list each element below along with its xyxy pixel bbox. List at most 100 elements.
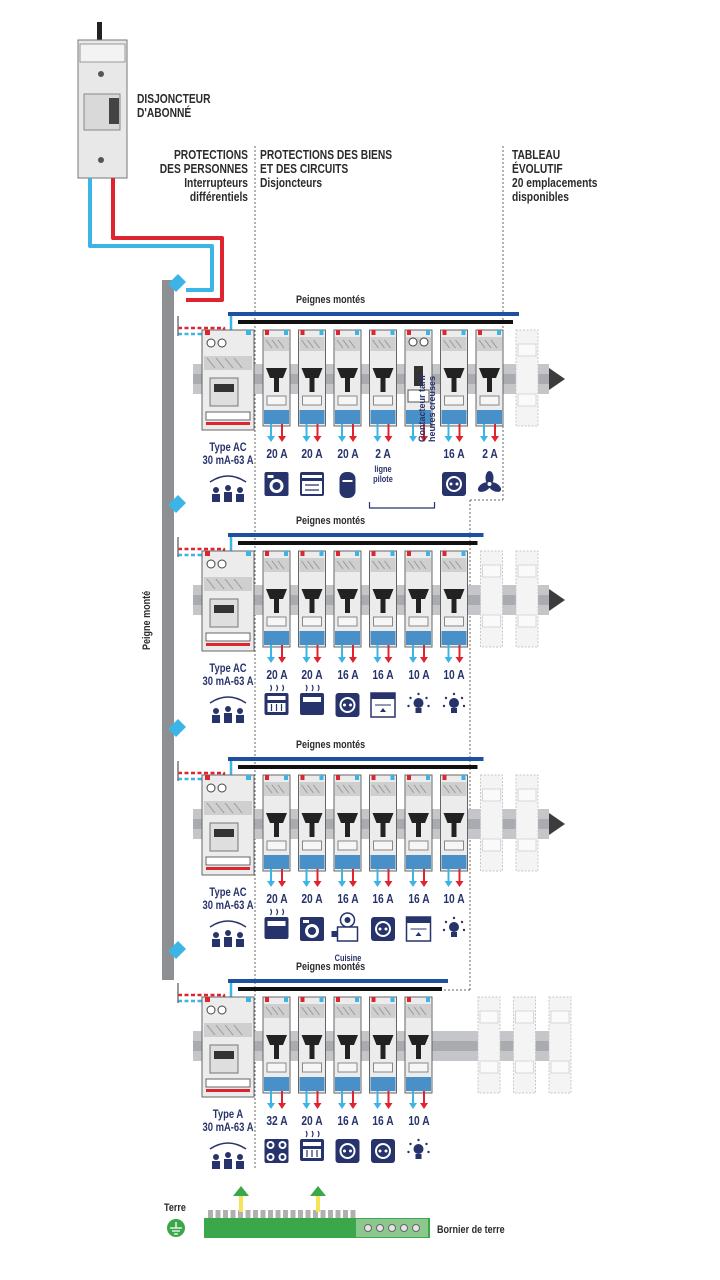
- breaker-top-cover: [370, 337, 396, 351]
- breaker-lever: [372, 1035, 394, 1045]
- breaker-top-cover: [406, 558, 431, 572]
- vertical-comb-label: Peigne monté: [141, 590, 153, 650]
- spare-slot-part: [517, 838, 537, 852]
- breaker-module: [475, 329, 504, 442]
- breaker-rating: 20 A: [265, 892, 288, 906]
- breaker-lever-stem: [380, 1045, 386, 1059]
- socket-icon: [377, 923, 389, 935]
- comb-busbar-phase: [238, 541, 478, 545]
- breaker-window: [302, 1062, 322, 1073]
- oven-icon: [270, 704, 283, 711]
- breaker-module: [369, 996, 397, 1109]
- spare-slot-part: [479, 1010, 499, 1024]
- comb-busbar-neutral: [228, 757, 484, 761]
- breaker-window: [337, 616, 358, 627]
- breaker-hatch: [265, 560, 285, 570]
- breaker-rating: 10 A: [443, 668, 465, 682]
- breaker-terminal-phase: [265, 775, 269, 780]
- breaker-terminal-phase: [300, 551, 305, 556]
- comb-label: Peignes montés: [296, 515, 366, 527]
- rcd-hatch: [206, 357, 243, 369]
- spare-slot-part: [517, 343, 537, 357]
- breaker-lever-stem: [309, 599, 315, 613]
- breaker-hatch: [301, 784, 320, 794]
- breaker-lever: [443, 813, 465, 823]
- breaker-lever: [301, 589, 323, 599]
- breaker-lever: [301, 813, 323, 823]
- breaker-terminal-neutral: [355, 330, 359, 335]
- board-row-2: [168, 495, 565, 723]
- rcd-hatch: [206, 578, 243, 590]
- breaker-bottom-terminals: [441, 855, 467, 869]
- breaker-terminal-neutral: [284, 775, 288, 780]
- breaker-hatch: [407, 784, 427, 794]
- breaker-bottom-terminals: [441, 410, 467, 424]
- rcd-screw: [217, 338, 227, 348]
- spare-slot-part: [482, 564, 501, 578]
- rcd-top-cover: [204, 801, 252, 815]
- breaker-top-cover: [441, 337, 467, 351]
- spare-slot: [480, 550, 503, 648]
- breaker-terminal-phase: [407, 551, 411, 556]
- breaker-terminal-neutral: [390, 997, 395, 1002]
- phase-output-arrow: [455, 881, 464, 887]
- rcd-rating-plate: [205, 411, 251, 421]
- breaker-bottom-terminals: [370, 631, 396, 645]
- neutral-output-arrow: [409, 657, 417, 663]
- comb-busbar-neutral: [228, 312, 519, 316]
- neutral-output-arrow: [409, 1103, 417, 1109]
- breaker-bottom-terminals: [335, 855, 360, 869]
- breaker-terminal-phase: [300, 997, 305, 1002]
- breaker-rating: 2 A: [481, 447, 498, 461]
- rcd-lever: [214, 829, 234, 837]
- earth-bar-teeth: [328, 1210, 333, 1218]
- oven-icon: [306, 1150, 318, 1157]
- neutral-output-arrow: [373, 881, 382, 887]
- phase-output-arrow: [313, 657, 322, 663]
- breaker-bottom-terminals: [370, 1077, 396, 1091]
- breaker-top-cover: [406, 782, 431, 796]
- rcd-terminal-neutral: [246, 997, 251, 1002]
- rcd-screw: [206, 783, 216, 793]
- breaker-terminal-neutral: [319, 330, 324, 335]
- breaker-module: [262, 774, 291, 887]
- rcd-module: [201, 329, 255, 431]
- breaker-top-cover: [441, 782, 467, 796]
- earth-bar-teeth: [290, 1210, 296, 1218]
- breaker-hatch: [265, 1006, 285, 1016]
- cooktop-icon: [268, 1143, 273, 1147]
- breaker-bottom-terminals: [264, 1077, 289, 1091]
- breaker-terminal-phase: [300, 330, 305, 335]
- spare-slot-part: [482, 614, 501, 628]
- breaker-terminal-neutral: [355, 551, 359, 556]
- breaker-lever-stem: [451, 599, 457, 613]
- comb-label: Peignes montés: [296, 961, 366, 973]
- rcd-screw: [206, 559, 216, 569]
- comb-busbar-neutral: [228, 533, 484, 537]
- phase-output-arrow: [384, 657, 393, 663]
- breaker-terminal-neutral: [319, 551, 324, 556]
- spare-slot-part: [517, 614, 537, 628]
- earth-arrow: [310, 1186, 326, 1196]
- socket-icon: [384, 927, 388, 931]
- breaker-rating: 16 A: [443, 447, 465, 461]
- rcd-screw: [217, 783, 227, 793]
- breaker-terminal-phase: [371, 330, 376, 335]
- breaker-module: [369, 550, 397, 663]
- breaker-terminal-phase: [371, 775, 376, 780]
- earth-bar-teeth: [298, 1210, 303, 1218]
- breaker-lever: [301, 368, 323, 378]
- breaker-terminal-phase: [407, 997, 411, 1002]
- rcd-top-cover: [204, 356, 252, 370]
- comb-busbar-neutral: [228, 979, 448, 983]
- breaker-module: [298, 550, 326, 663]
- breaker-rating: 10 A: [443, 892, 465, 906]
- breaker-rating: 16 A: [336, 1114, 359, 1128]
- breaker-window: [408, 840, 429, 851]
- contactor-screw: [419, 337, 429, 347]
- rcd-screw: [217, 559, 227, 569]
- breaker-rating: 16 A: [336, 892, 359, 906]
- breaker-window: [266, 1062, 287, 1073]
- neutral-output-arrow: [338, 657, 346, 663]
